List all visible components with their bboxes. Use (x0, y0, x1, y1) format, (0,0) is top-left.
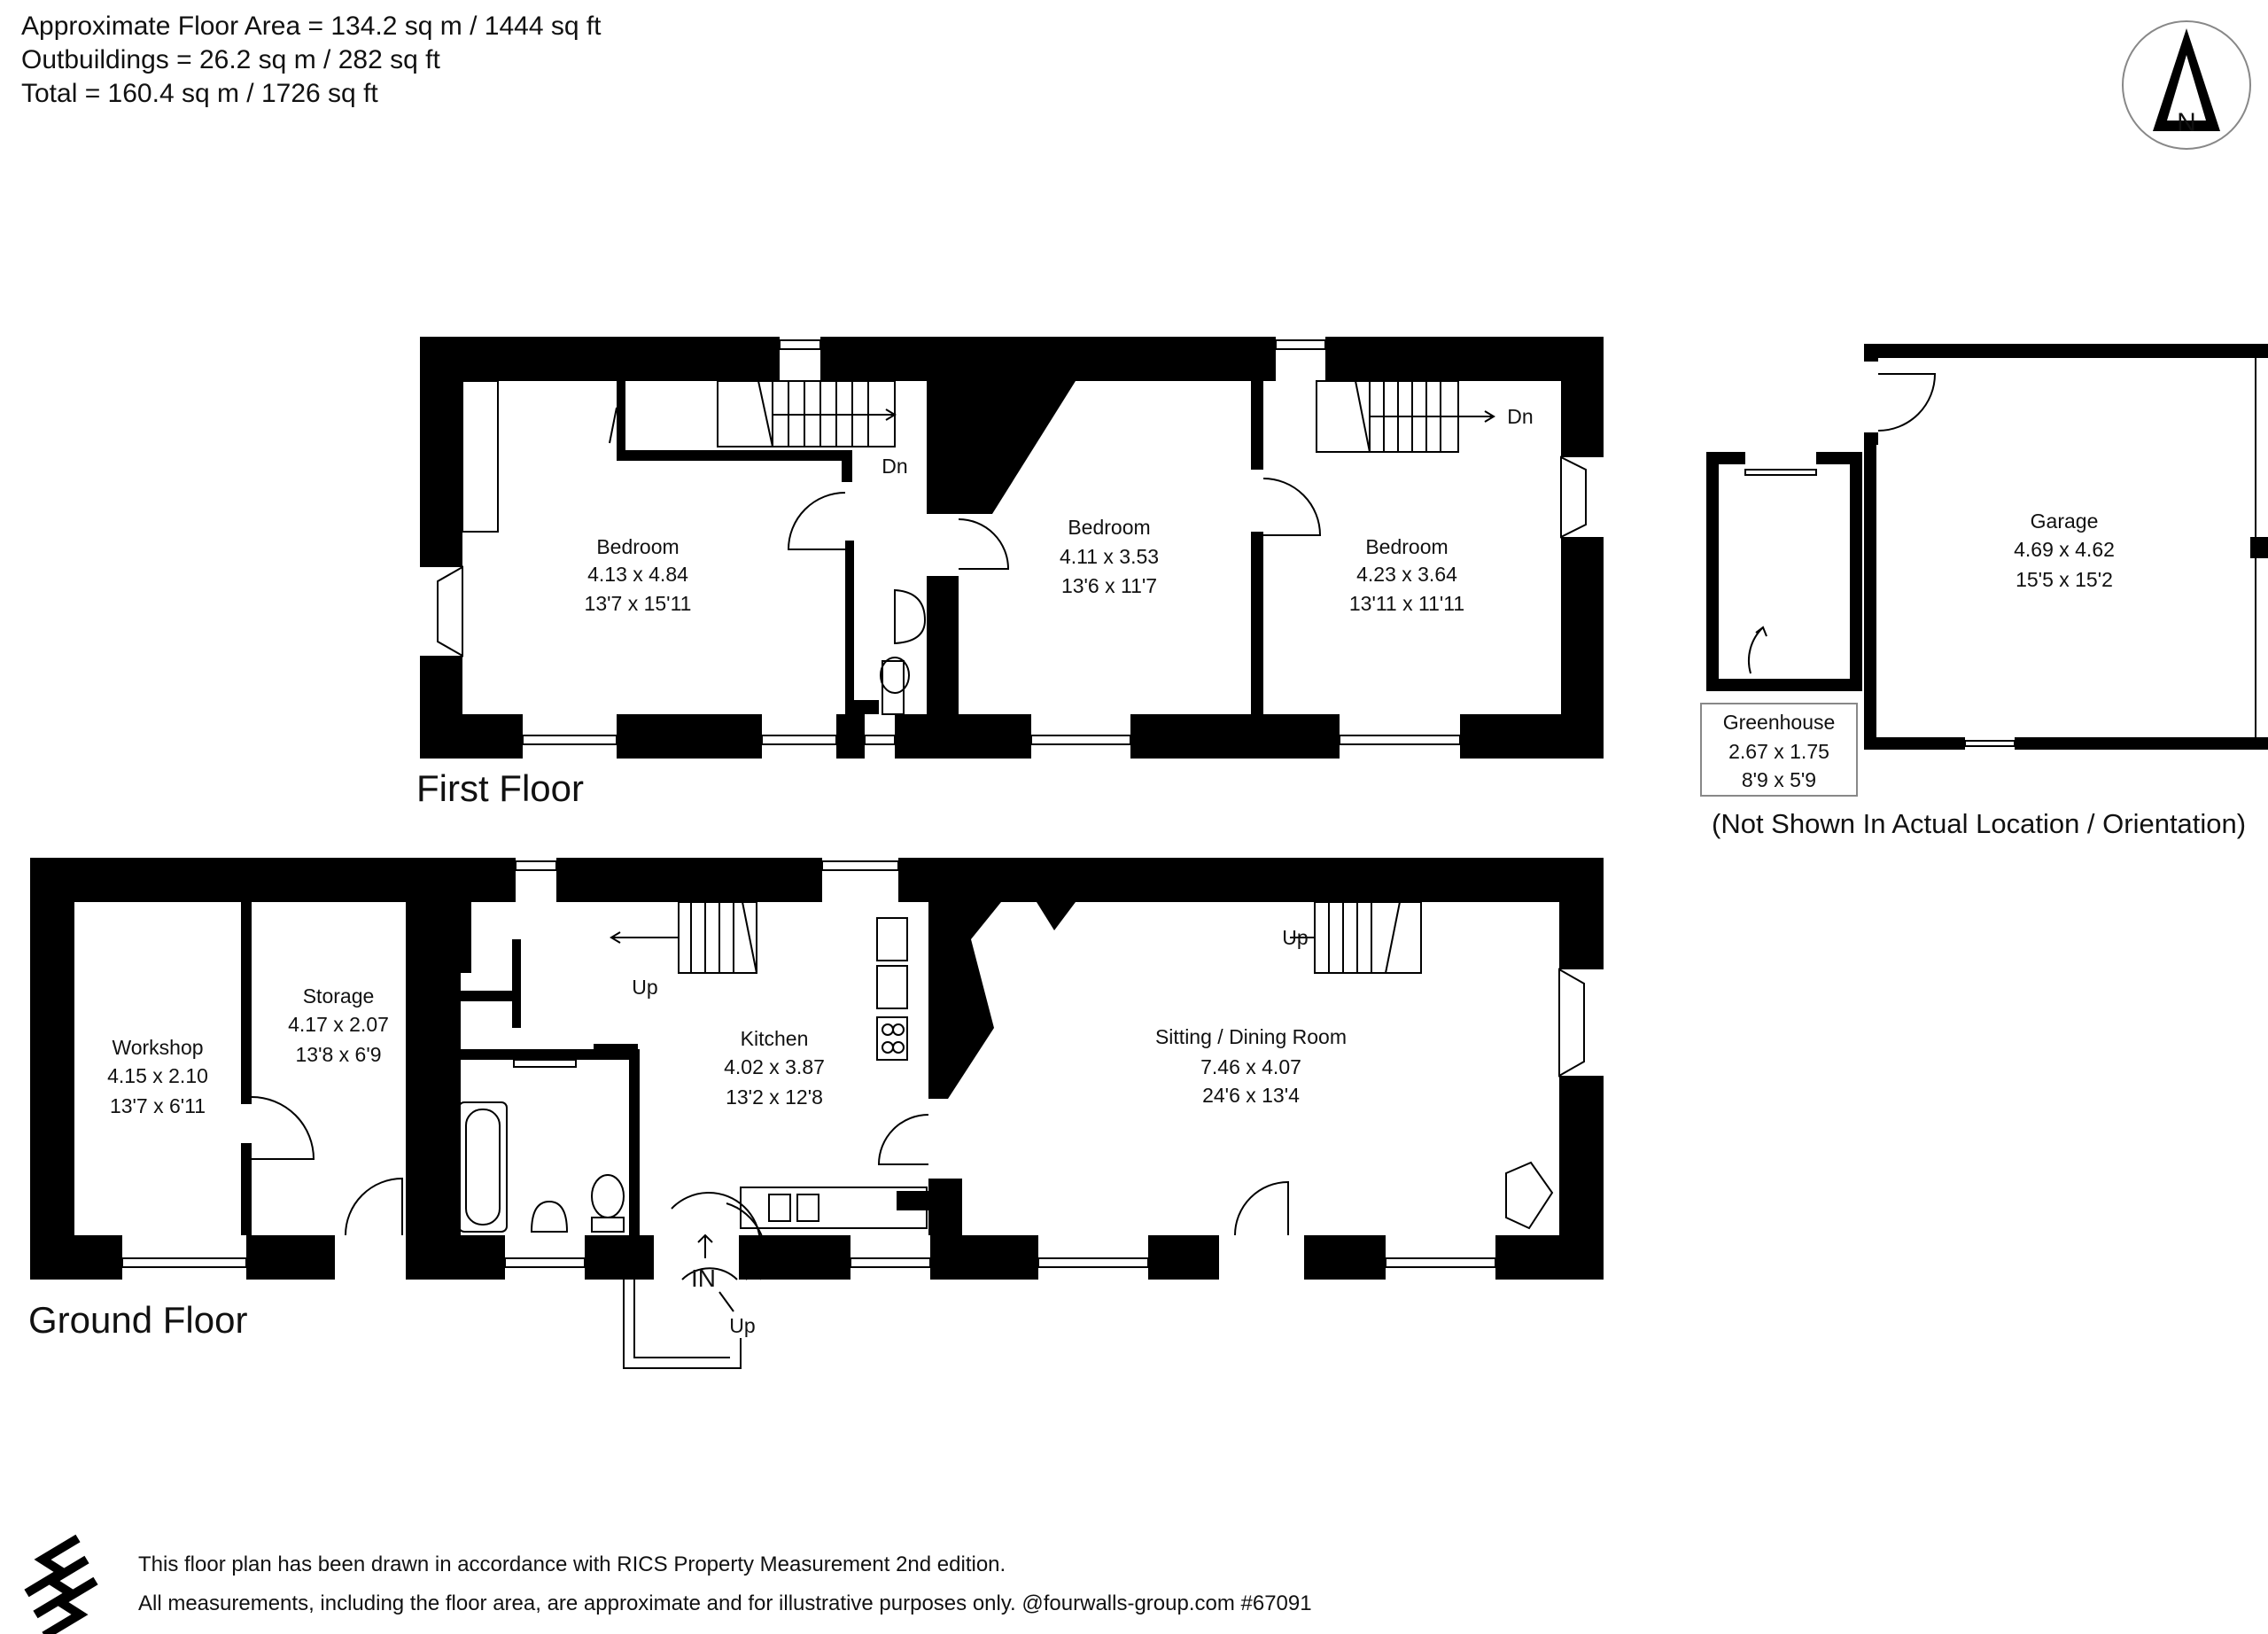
workshop-metric: 4.15 x 2.10 (107, 1064, 208, 1087)
compass-north-label: N (2177, 108, 2196, 137)
floor-area-text: Approximate Floor Area = 134.2 sq m / 14… (21, 12, 602, 41)
entrance-up-label: Up (729, 1314, 755, 1337)
outbuildings-area-text: Outbuildings = 26.2 sq m / 282 sq ft (21, 45, 440, 74)
kitchen-stair-up-label: Up (632, 976, 657, 999)
kitchen-imperial: 13'2 x 12'8 (726, 1085, 823, 1109)
fourwalls-logo-icon (24, 1534, 98, 1634)
first-floor-label: First Floor (416, 767, 584, 809)
workshop-imperial: 13'7 x 6'11 (110, 1094, 206, 1117)
north-compass-icon: N (2122, 20, 2251, 150)
garage-imperial: 15'5 x 15'2 (2016, 568, 2113, 591)
stair-down-label-right: Dn (1507, 405, 1533, 428)
rics-statement: This floor plan has been drawn in accord… (138, 1552, 1006, 1576)
greenhouse-imperial: 8'9 x 5'9 (1742, 768, 1816, 791)
storage-imperial: 13'8 x 6'9 (295, 1043, 381, 1066)
sitting-dining-imperial: 24'6 x 13'4 (1202, 1084, 1300, 1107)
greenhouse-name: Greenhouse (1723, 711, 1836, 734)
bedroom-1-imperial: 13'7 x 15'11 (585, 592, 692, 615)
bedroom-2-name: Bedroom (1068, 516, 1150, 539)
bedroom-3-name: Bedroom (1365, 535, 1448, 558)
bedroom-1-name: Bedroom (596, 535, 679, 558)
sitting-stair-up-label: Up (1282, 926, 1308, 949)
bedroom-2-imperial: 13'6 x 11'7 (1061, 574, 1157, 597)
bedroom-3-imperial: 13'11 x 11'11 (1349, 592, 1464, 615)
garage-plan: Garage 4.69 x 4.62 15'5 x 15'2 (1864, 344, 2268, 750)
workshop-name: Workshop (112, 1036, 203, 1059)
greenhouse-plan: Greenhouse 2.67 x 1.75 8'9 x 5'9 (1700, 452, 1862, 797)
garage-metric: 4.69 x 4.62 (2014, 538, 2115, 561)
storage-metric: 4.17 x 2.07 (288, 1013, 389, 1036)
total-area-text: Total = 160.4 sq m / 1726 sq ft (21, 79, 378, 108)
ground-floor-plan: Workshop 4.15 x 2.10 13'7 x 6'11 Storage… (30, 858, 1604, 1369)
kitchen-metric: 4.02 x 3.87 (724, 1055, 825, 1078)
bedroom-2-metric: 4.11 x 3.53 (1060, 545, 1159, 568)
sitting-dining-metric: 7.46 x 4.07 (1200, 1055, 1301, 1078)
bedroom-3-metric: 4.23 x 3.64 (1356, 563, 1457, 586)
garage-name: Garage (2031, 510, 2099, 533)
entrance-in-label: IN (691, 1264, 716, 1292)
sitting-dining-name: Sitting / Dining Room (1155, 1025, 1347, 1048)
storage-name: Storage (303, 984, 375, 1008)
ground-floor-label: Ground Floor (28, 1299, 248, 1341)
outbuildings-location-note: (Not Shown In Actual Location / Orientat… (1712, 808, 2247, 839)
bedroom-1-metric: 4.13 x 4.84 (587, 563, 688, 586)
greenhouse-metric: 2.67 x 1.75 (1728, 740, 1829, 763)
first-floor-plan: Bedroom 4.13 x 4.84 13'7 x 15'11 Bedroom… (420, 337, 1604, 759)
stair-down-label-left: Dn (882, 455, 907, 478)
kitchen-name: Kitchen (741, 1027, 809, 1050)
measurement-disclaimer: All measurements, including the floor ar… (138, 1591, 1312, 1615)
